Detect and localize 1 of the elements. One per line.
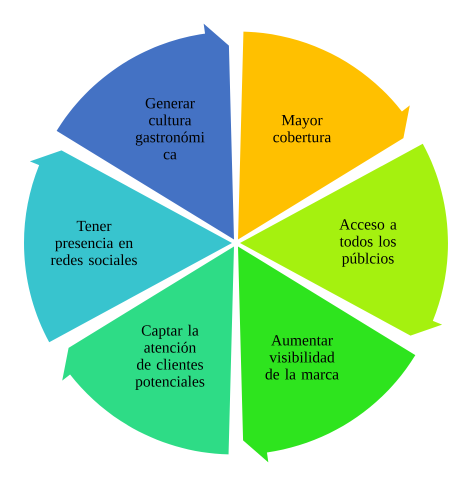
arrow-segment: Acceso a todos los públcios	[240, 144, 448, 336]
